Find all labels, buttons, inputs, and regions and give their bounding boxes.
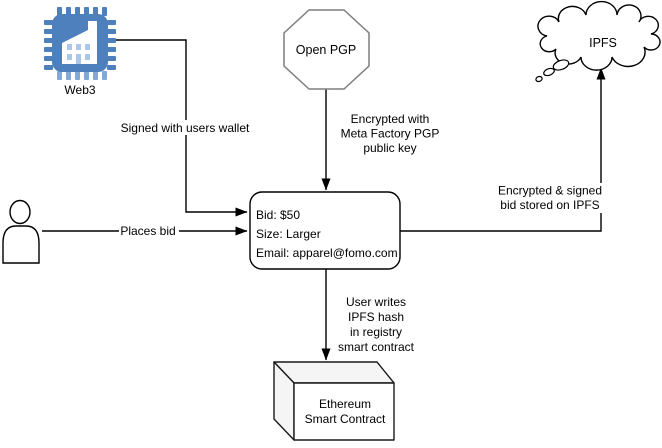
edge-label-line: Meta Factory PGP (341, 127, 440, 141)
edge-label-stored-ipfs: Encrypted & signed bid stored on IPFS (494, 183, 606, 213)
edge-stored-ipfs (400, 67, 606, 232)
edge-label-line: Encrypted with (351, 112, 430, 126)
person-body (2, 225, 40, 264)
bid-size: Size: Larger (256, 227, 321, 241)
edge-label-line: smart contract (338, 340, 415, 354)
person-head (9, 199, 31, 225)
edge-labels: Signed with users wallet Places bid Encr… (119, 112, 606, 354)
edge-label-line: User writes (346, 295, 406, 309)
user-node (2, 199, 40, 264)
cube-top-face (273, 361, 395, 384)
open-pgp-node: Open PGP (283, 9, 370, 90)
edge-label-line: public key (363, 141, 416, 155)
edge-label-writes-hash: User writes IPFS hash in registry smart … (338, 295, 415, 354)
chip-pins (44, 7, 116, 70)
bid-box (249, 191, 401, 270)
thought-bubble (543, 67, 555, 77)
label-bg (494, 183, 606, 213)
factory-windows (67, 44, 90, 64)
chip-pins-bottom (57, 71, 107, 80)
label-bg (119, 224, 179, 238)
edge-label-line: bid stored on IPFS (500, 198, 599, 212)
edge-label-signed-wallet: Signed with users wallet (121, 121, 250, 135)
ipfs-node: IPFS (535, 0, 661, 83)
thought-cloud-shape (537, 0, 661, 71)
bid-details-node: Bid: $50 Size: Larger Email: apparel@fom… (249, 191, 401, 270)
ethereum-label-line1: Ethereum (319, 397, 371, 411)
edge-label-line: Encrypted & signed (498, 184, 602, 198)
thought-bubble (535, 75, 543, 83)
web3-chip-icon (44, 7, 116, 80)
web3-node: Web3 (44, 7, 116, 97)
thought-bubble (552, 59, 570, 71)
factory-icon (62, 21, 97, 64)
web3-label: Web3 (64, 83, 95, 97)
ethereum-label-line2: Smart Contract (305, 412, 386, 426)
cube-front-face (293, 382, 395, 441)
edge-label-line: IPFS hash (348, 310, 404, 324)
open-pgp-label: Open PGP (296, 43, 356, 57)
label-bg (126, 120, 246, 135)
ethereum-contract-node: Ethereum Smart Contract (273, 361, 395, 441)
bid-email: Email: apparel@fomo.com (256, 246, 398, 260)
thought-bubbles (535, 59, 570, 83)
bid-amount: Bid: $50 (256, 208, 300, 222)
edge-label-places-bid: Places bid (120, 224, 175, 238)
edge-label-encrypted-pgp: Encrypted with Meta Factory PGP public k… (341, 112, 440, 155)
ipfs-label: IPFS (589, 36, 617, 50)
edge-label-line: in registry (350, 325, 402, 339)
octagon-shape (283, 9, 370, 90)
